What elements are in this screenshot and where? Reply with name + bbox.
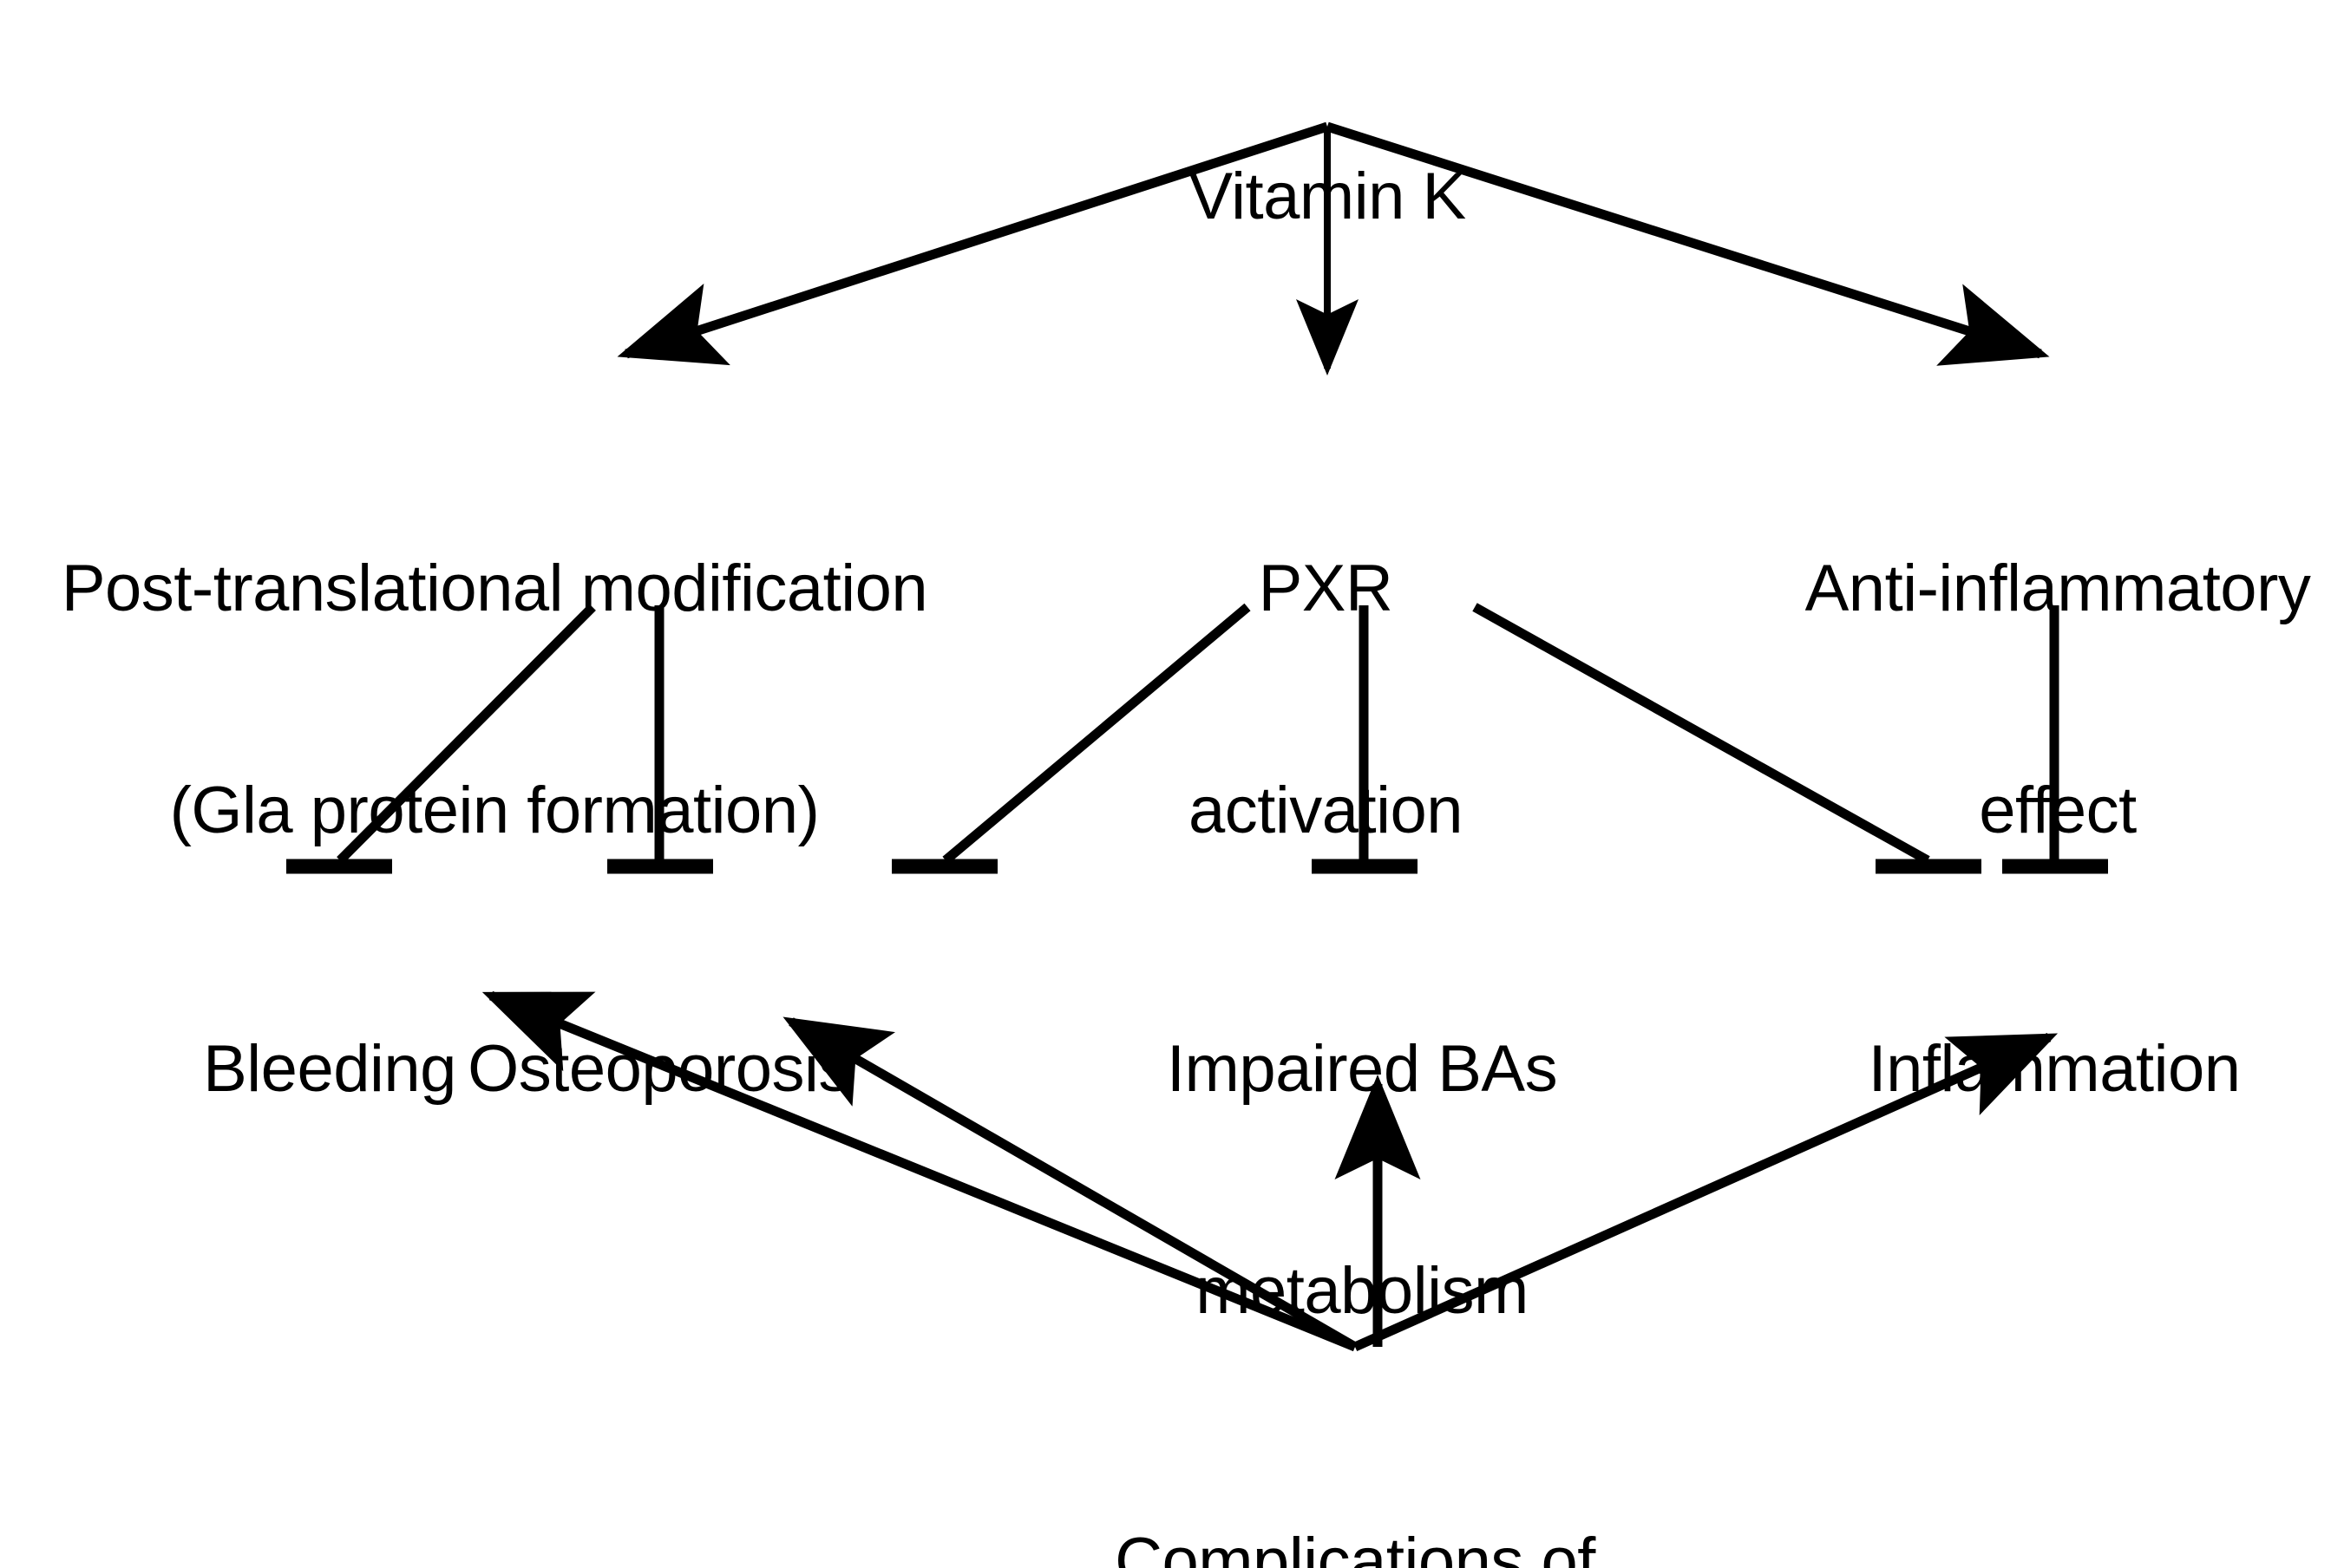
edge-pxr-inhibits-impaired-bas [1312, 605, 1418, 874]
node-pxr-line-2: activation [1188, 773, 1463, 847]
edge-complications-to-inflammation [1352, 1032, 2059, 1352]
node-osteoporosis: Osteoporosis [468, 885, 851, 1254]
node-complications-line-1: Complications of [1115, 1525, 1595, 1568]
node-post-translational-modification: Post-translational modification (Gla pro… [61, 404, 928, 995]
node-impaired-bas-line-1: Impaired BAs [1166, 1032, 1558, 1107]
node-anti-inflammatory-line-2: effect [1979, 773, 2137, 847]
edge-pxr-inhibits-inflammation [1472, 603, 1981, 874]
node-inflammation-line-1: Inflammation [1868, 1032, 2241, 1107]
edge-vitk-to-anti-inflammatory [1326, 121, 2050, 366]
node-impaired-bas-line-2: metabolism [1195, 1253, 1529, 1328]
node-bleeding: Bleeding [203, 885, 456, 1254]
edge-complications-to-osteoporosis [782, 1016, 1358, 1351]
edge-ptm-inhibits-osteoporosis [607, 605, 713, 874]
node-inflammation: Inflammation [1868, 885, 2241, 1254]
node-osteoporosis-line-1: Osteoporosis [468, 1032, 851, 1107]
edge-antiinf-inhibits-inflammation [2002, 605, 2108, 874]
node-ptm-line-1: Post-translational modification [61, 552, 928, 626]
edge-pxr-inhibits-osteoporosis [892, 603, 1251, 874]
node-bleeding-line-1: Bleeding [203, 1032, 456, 1107]
node-pxr-activation: PXR activation [1188, 404, 1463, 995]
node-anti-inflammatory-line-1: Anti-inflammatory [1804, 552, 2311, 626]
node-pxr-line-1: PXR [1258, 552, 1393, 626]
node-impaired-bas-metabolism: Impaired BAs metabolism [1166, 885, 1558, 1475]
node-anti-inflammatory-effect: Anti-inflammatory effect [1805, 404, 2311, 995]
node-complications-of-cholestatic-liver-disease: Complications of Cholestatic liver disea… [1005, 1377, 1706, 1568]
edge-complications-to-bleeding [481, 990, 1358, 1352]
node-vitamin-k: Vitamin K [1188, 12, 1466, 382]
edge-vitk-to-ptm [617, 121, 1329, 366]
node-vitamin-k-line-1: Vitamin K [1188, 160, 1466, 234]
node-ptm-line-2: (Gla protein formation) [169, 773, 820, 847]
edge-ptm-inhibits-bleeding [286, 604, 596, 874]
